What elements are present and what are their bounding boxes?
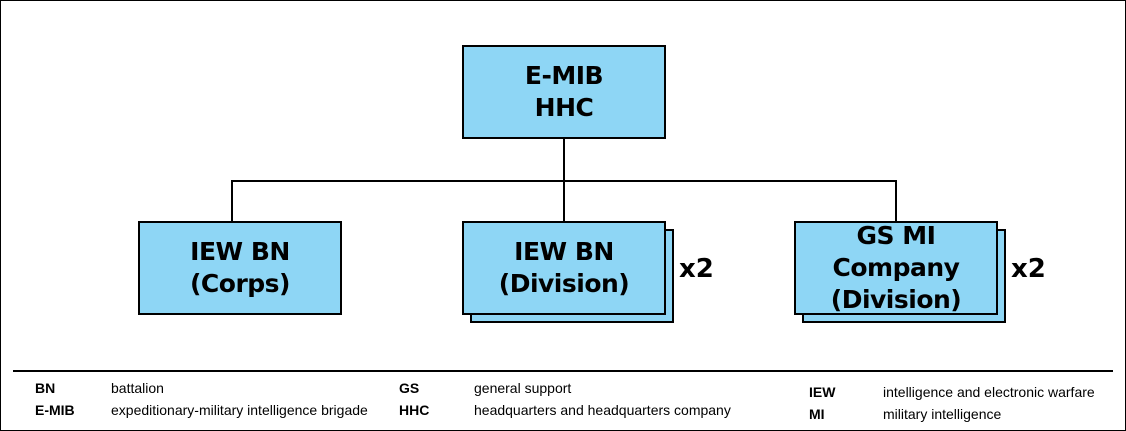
- connector-top-vertical: [563, 137, 565, 181]
- node-gs-mi-company-line2: (Division): [830, 285, 962, 314]
- node-gs-mi-company-line1: GS MI Company: [832, 221, 960, 282]
- legend-meaning-mi: military intelligence: [883, 406, 1002, 422]
- multiplier-gs-mi-company: x2: [1011, 254, 1046, 284]
- legend-abbr-iew: IEW: [809, 384, 836, 400]
- node-iew-bn-corps-line2: (Corps): [190, 269, 290, 298]
- node-emib-hhc: E-MIB HHC: [462, 45, 666, 139]
- node-iew-bn-division: IEW BN (Division): [462, 221, 666, 315]
- legend-abbr-emib: E-MIB: [35, 402, 75, 418]
- connector-right-vertical: [895, 180, 897, 222]
- connector-left-vertical: [231, 180, 233, 222]
- legend-meaning-gs: general support: [474, 380, 572, 396]
- node-emib-hhc-line1: E-MIB: [524, 61, 604, 90]
- legend-meaning-iew: intelligence and electronic warfare: [883, 384, 1095, 400]
- node-gs-mi-company: GS MI Company (Division): [794, 221, 998, 315]
- legend-abbr-mi: MI: [809, 406, 825, 422]
- multiplier-iew-bn-division: x2: [679, 254, 714, 284]
- node-emib-hhc-line2: HHC: [534, 93, 594, 122]
- legend-meaning-bn: battalion: [111, 380, 164, 396]
- node-iew-bn-corps-line1: IEW BN: [190, 237, 290, 266]
- legend-abbr-gs: GS: [399, 380, 420, 396]
- node-iew-bn-corps: IEW BN (Corps): [138, 221, 342, 315]
- legend-meaning-emib: expeditionary-military intelligence brig…: [111, 402, 368, 418]
- node-iew-bn-division-line2: (Division): [498, 269, 630, 298]
- legend-divider: [13, 370, 1113, 372]
- connector-middle-vertical: [563, 180, 565, 222]
- legend-meaning-hhc: headquarters and headquarters company: [474, 402, 731, 418]
- node-iew-bn-division-line1: IEW BN: [514, 237, 614, 266]
- legend-abbr-hhc: HHC: [399, 402, 430, 418]
- legend-abbr-bn: BN: [35, 380, 56, 396]
